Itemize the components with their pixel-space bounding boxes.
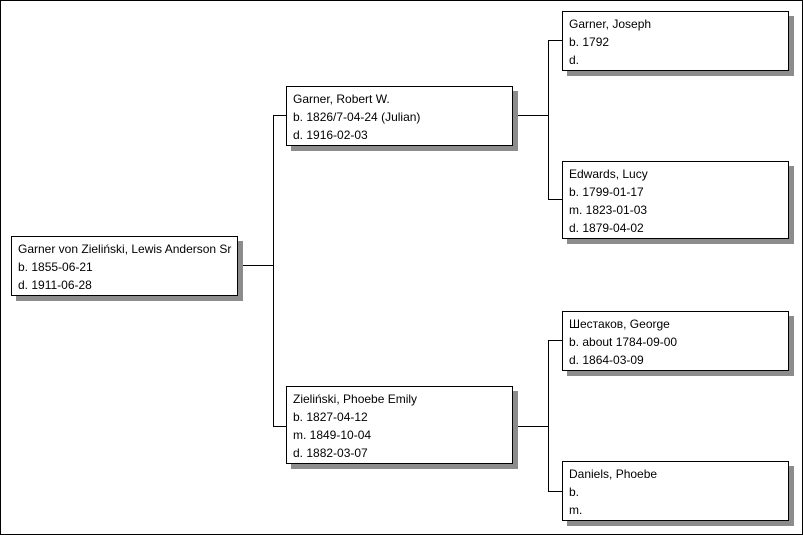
person-death: d. 1916-02-03 <box>293 128 368 142</box>
person-box-paternal-grandfather[interactable]: Garner, Joseph b. 1792 d. <box>562 11 789 71</box>
connector-line <box>548 199 562 200</box>
connector-line <box>273 115 274 427</box>
person-box-mother[interactable]: Zieliński, Phoebe Emily b. 1827-04-12 m.… <box>286 386 513 464</box>
person-death: d. <box>569 53 580 67</box>
connector-line <box>512 115 549 116</box>
person-birth: b. 1855-06-21 <box>18 260 93 274</box>
person-death: d. 1879-04-02 <box>569 221 644 235</box>
connector-line <box>548 40 562 41</box>
person-death: d. 1911-06-28 <box>18 278 92 292</box>
person-name: Garner von Zieliński, Lewis Anderson Sr <box>18 242 232 256</box>
person-birth: b. 1827-04-12 <box>293 410 368 424</box>
connector-line <box>548 340 562 341</box>
connector-line <box>548 40 549 200</box>
person-marriage: m. 1823-01-03 <box>569 203 648 217</box>
person-birth: b. about 1784-09-00 <box>569 335 678 349</box>
person-birth: b. <box>569 485 580 499</box>
person-birth: b. 1792 <box>569 35 610 49</box>
connector-line <box>512 426 549 427</box>
person-birth: b. 1799-01-17 <box>569 185 644 199</box>
person-birth: b. 1826/7-04-24 (Julian) <box>293 110 421 124</box>
person-box-father[interactable]: Garner, Robert W. b. 1826/7-04-24 (Julia… <box>286 86 513 146</box>
person-name: Шестаков, George <box>569 317 670 331</box>
person-box-paternal-grandmother[interactable]: Edwards, Lucy b. 1799-01-17 m. 1823-01-0… <box>562 161 789 239</box>
person-marriage: m. 1849-10-04 <box>293 428 372 442</box>
person-death: d. 1882-03-07 <box>293 446 368 460</box>
person-name: Garner, Robert W. <box>293 92 390 106</box>
person-name: Zieliński, Phoebe Emily <box>293 392 418 406</box>
connector-line <box>237 265 274 266</box>
person-name: Daniels, Phoebe <box>569 467 658 481</box>
person-box-root[interactable]: Garner von Zieliński, Lewis Anderson Sr … <box>11 236 238 296</box>
connector-line <box>548 340 549 492</box>
connector-line <box>273 115 287 116</box>
person-marriage: m. <box>569 503 583 517</box>
person-box-maternal-grandfather[interactable]: Шестаков, George b. about 1784-09-00 d. … <box>562 311 789 371</box>
person-name: Edwards, Lucy <box>569 167 648 181</box>
connector-line <box>273 426 287 427</box>
person-name: Garner, Joseph <box>569 17 652 31</box>
person-death: d. 1864-03-09 <box>569 353 644 367</box>
connector-line <box>548 491 562 492</box>
person-box-maternal-grandmother[interactable]: Daniels, Phoebe b. m. <box>562 461 789 521</box>
